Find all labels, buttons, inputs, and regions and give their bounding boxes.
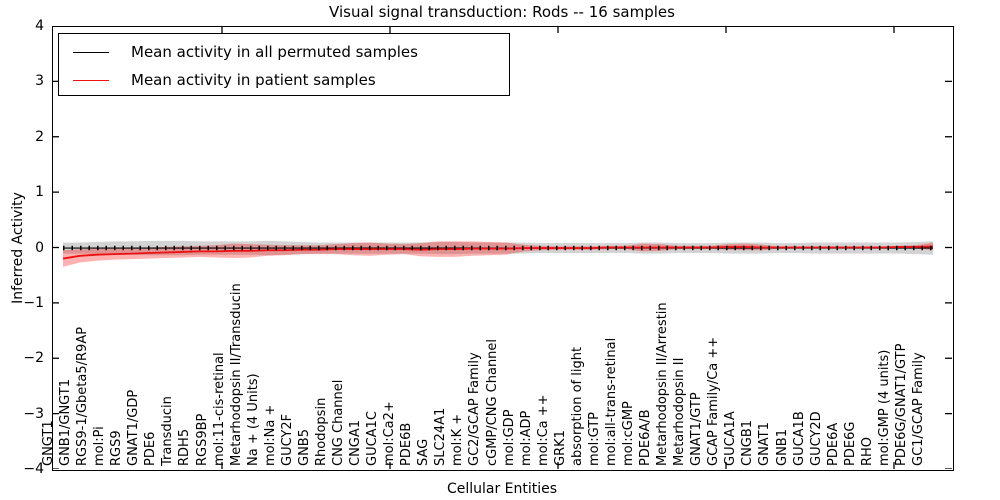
x-tick-label: GC1/GCAP Family [911,352,926,466]
x-tick-label: mol:Pi [92,426,108,466]
x-tick-label: mol:Ca2+ [382,401,398,466]
x-tick-label: RGS9-1/Gbeta5/R9AP [75,326,91,466]
x-tick-label: mol:K + [450,413,466,466]
x-tick-label: SLC24A1 [433,407,449,466]
x-tick-label: RDH5 [177,428,193,466]
x-tick-label: PDE6A [825,422,841,466]
x-tick-label: GUCA1B [791,411,807,466]
y-tick-label: 4 [35,18,44,34]
y-tick-label: −4 [23,461,44,477]
x-tick-label: PDE6 [143,431,159,466]
x-tick-label: RHO [859,436,875,466]
legend-line-sample-red [73,79,109,81]
x-tick-label: GNGT1 [41,420,56,466]
x-tick-label: CNGA1 [348,419,364,466]
x-tick-label: Metarhodopsin II/Transducin [228,283,244,466]
y-tick-label: 2 [35,128,44,145]
y-tick-label: −3 [23,405,44,422]
y-tick-label: 0 [35,239,44,256]
legend-box: Mean activity in all permuted samples Me… [58,33,510,96]
plot-canvas [52,26,952,469]
x-tick-label: GNB1/GNGT1 [58,379,74,466]
x-tick-label: PDE6G [842,421,858,466]
legend-line-sample-black [73,51,109,53]
plot-area-border [52,26,954,471]
legend-label: Mean activity in all permuted samples [131,43,418,61]
x-tick-label: mol:ADP [518,410,534,466]
x-tick-label: Rhodopsin [313,397,329,466]
x-tick-label: SAG [416,438,432,466]
x-tick-label: CNGB1 [740,419,756,466]
x-tick-label: absorption of light [569,346,585,466]
x-tick-label: mol:Na + [262,404,278,466]
x-tick-label: PDE6B [399,422,415,466]
x-tick-label: mol:all-trans-retinal [603,337,619,466]
x-tick-label: GC2/GCAP Family [467,352,483,466]
x-tick-label: GNAT1/GTP [689,392,705,466]
x-axis-label: Cellular Entities [446,481,558,497]
x-tick-label: mol:11-cis-retinal [211,352,227,466]
x-tick-label: GNAT1/GDP [126,389,142,466]
x-tick-label: cGMP/CNG Channel [484,338,500,466]
x-tick-label: mol:GTP [586,412,602,466]
x-tick-label: mol:Ca ++ [535,394,551,466]
x-tick-label: mol:GMP (4 units) [876,349,892,466]
x-tick-label: Metarhodopsin II [672,357,688,466]
x-tick-label: mol:GDP [501,409,517,466]
x-tick-label: GNAT1 [757,422,773,466]
legend-item-permuted: Mean activity in all permuted samples [59,38,418,66]
y-tick-label: −2 [23,350,44,367]
x-tick-label: Transducin [160,396,176,466]
x-tick-label: GUCY2D [808,411,824,466]
x-tick-label: PDE6G/GNAT1/GTP [893,343,909,466]
x-tick-label: mol:cGMP [621,401,636,466]
y-tick-label: −1 [23,294,44,311]
x-tick-label: Metarhodopsin II/Arrestin [655,302,671,466]
chart-title: Visual signal transduction: Rods -- 16 s… [329,3,675,21]
x-tick-label: PDE6A/B [638,409,654,466]
x-tick-label: GUCY2F [279,413,295,466]
x-tick-label: GUCA1A [723,411,739,466]
x-tick-label: RGS9 [109,430,125,466]
y-tick-label: 3 [35,73,44,90]
y-tick-label: 1 [35,184,44,201]
legend-item-patient: Mean activity in patient samples [59,66,376,94]
x-tick-label: GUCA1C [365,411,381,466]
legend-label: Mean activity in patient samples [131,71,376,89]
x-tick-label: GCAP Family/Ca ++ [706,336,722,466]
x-tick-label: GRK1 [552,430,568,466]
x-tick-label: CNG Channel [331,379,346,466]
x-tick-label: GNB1 [774,429,790,466]
x-tick-label: RGS9BP [194,413,210,466]
x-tick-label: GNB5 [296,429,312,466]
x-tick-label: Na + (4 Units) [245,373,261,466]
